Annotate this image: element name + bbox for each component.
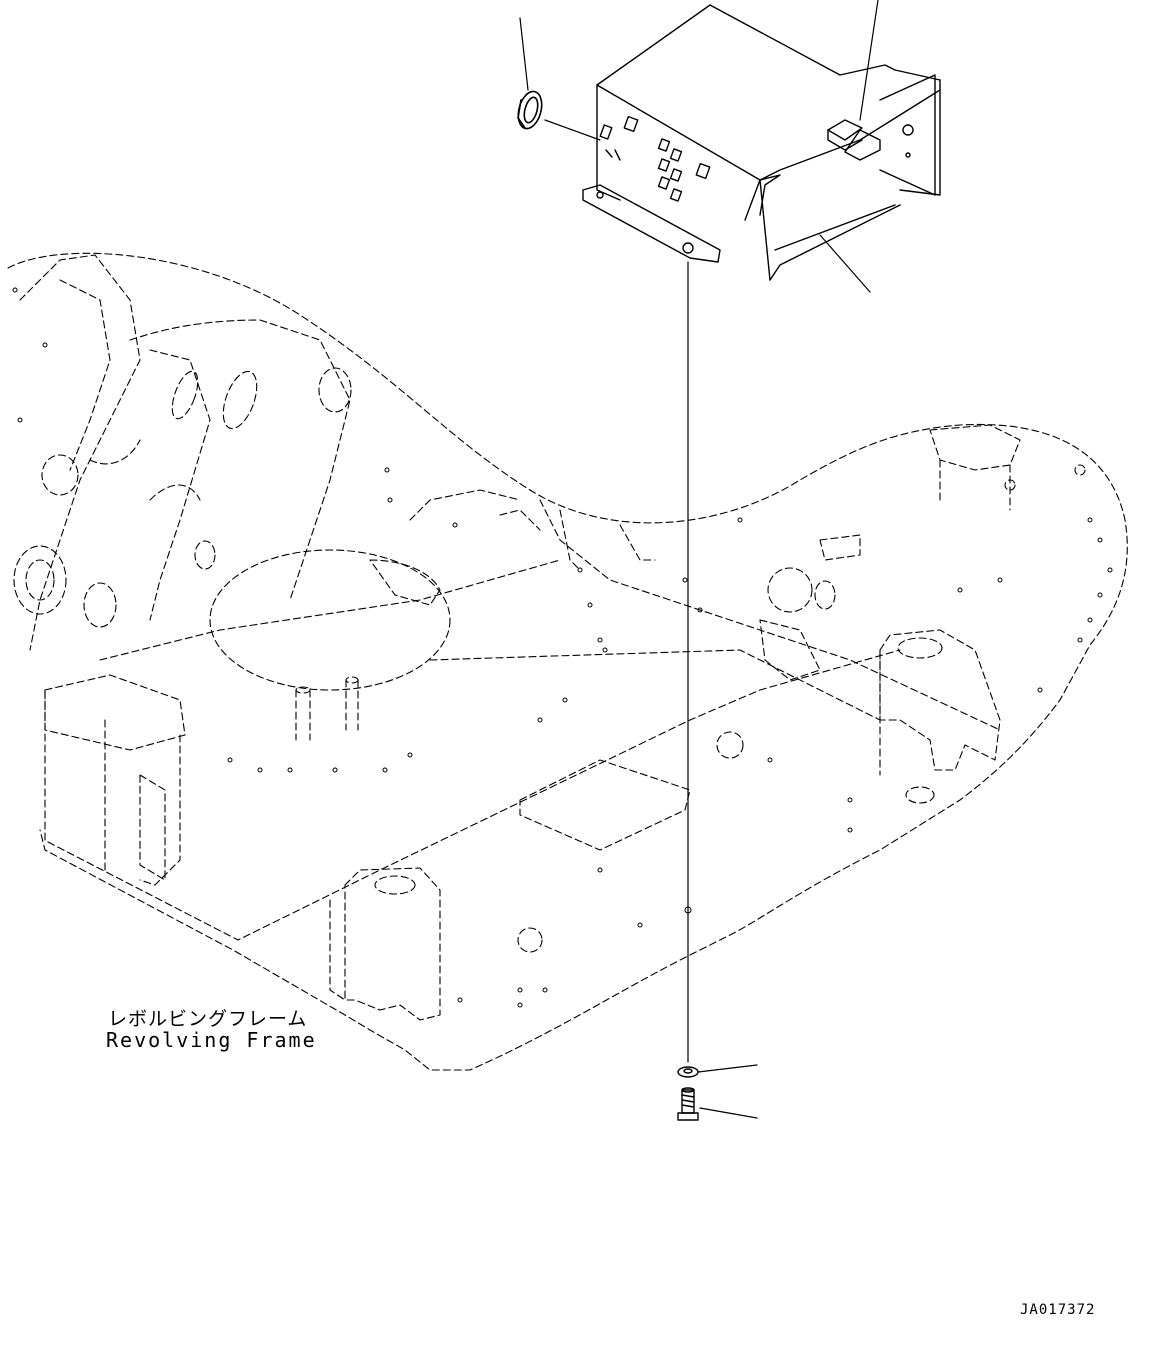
washer-icon <box>677 1066 699 1078</box>
leader-lines <box>519 0 879 1119</box>
part-name-japanese: レボルビングフレーム <box>108 1008 308 1030</box>
boom-bracket-left <box>19 254 141 651</box>
part-name-english: Revolving Frame <box>106 1028 317 1052</box>
bolt-icon <box>677 1087 699 1121</box>
right-counterweight-mount <box>879 629 1001 771</box>
center-opening <box>209 549 451 691</box>
grommet-icon <box>517 90 543 130</box>
front-boss <box>344 867 441 1021</box>
frame-center-rib <box>539 499 1001 731</box>
frame-plate-inner-edge <box>47 649 901 941</box>
revolving-frame <box>7 252 1128 1071</box>
center-hatch <box>519 759 691 851</box>
electrical-box <box>582 4 941 281</box>
left-support-block <box>44 674 186 751</box>
frame-outer-boundary <box>7 252 1128 1071</box>
frame-holes <box>12 287 1113 1008</box>
drawing-code: JA017372 <box>1020 1302 1096 1318</box>
